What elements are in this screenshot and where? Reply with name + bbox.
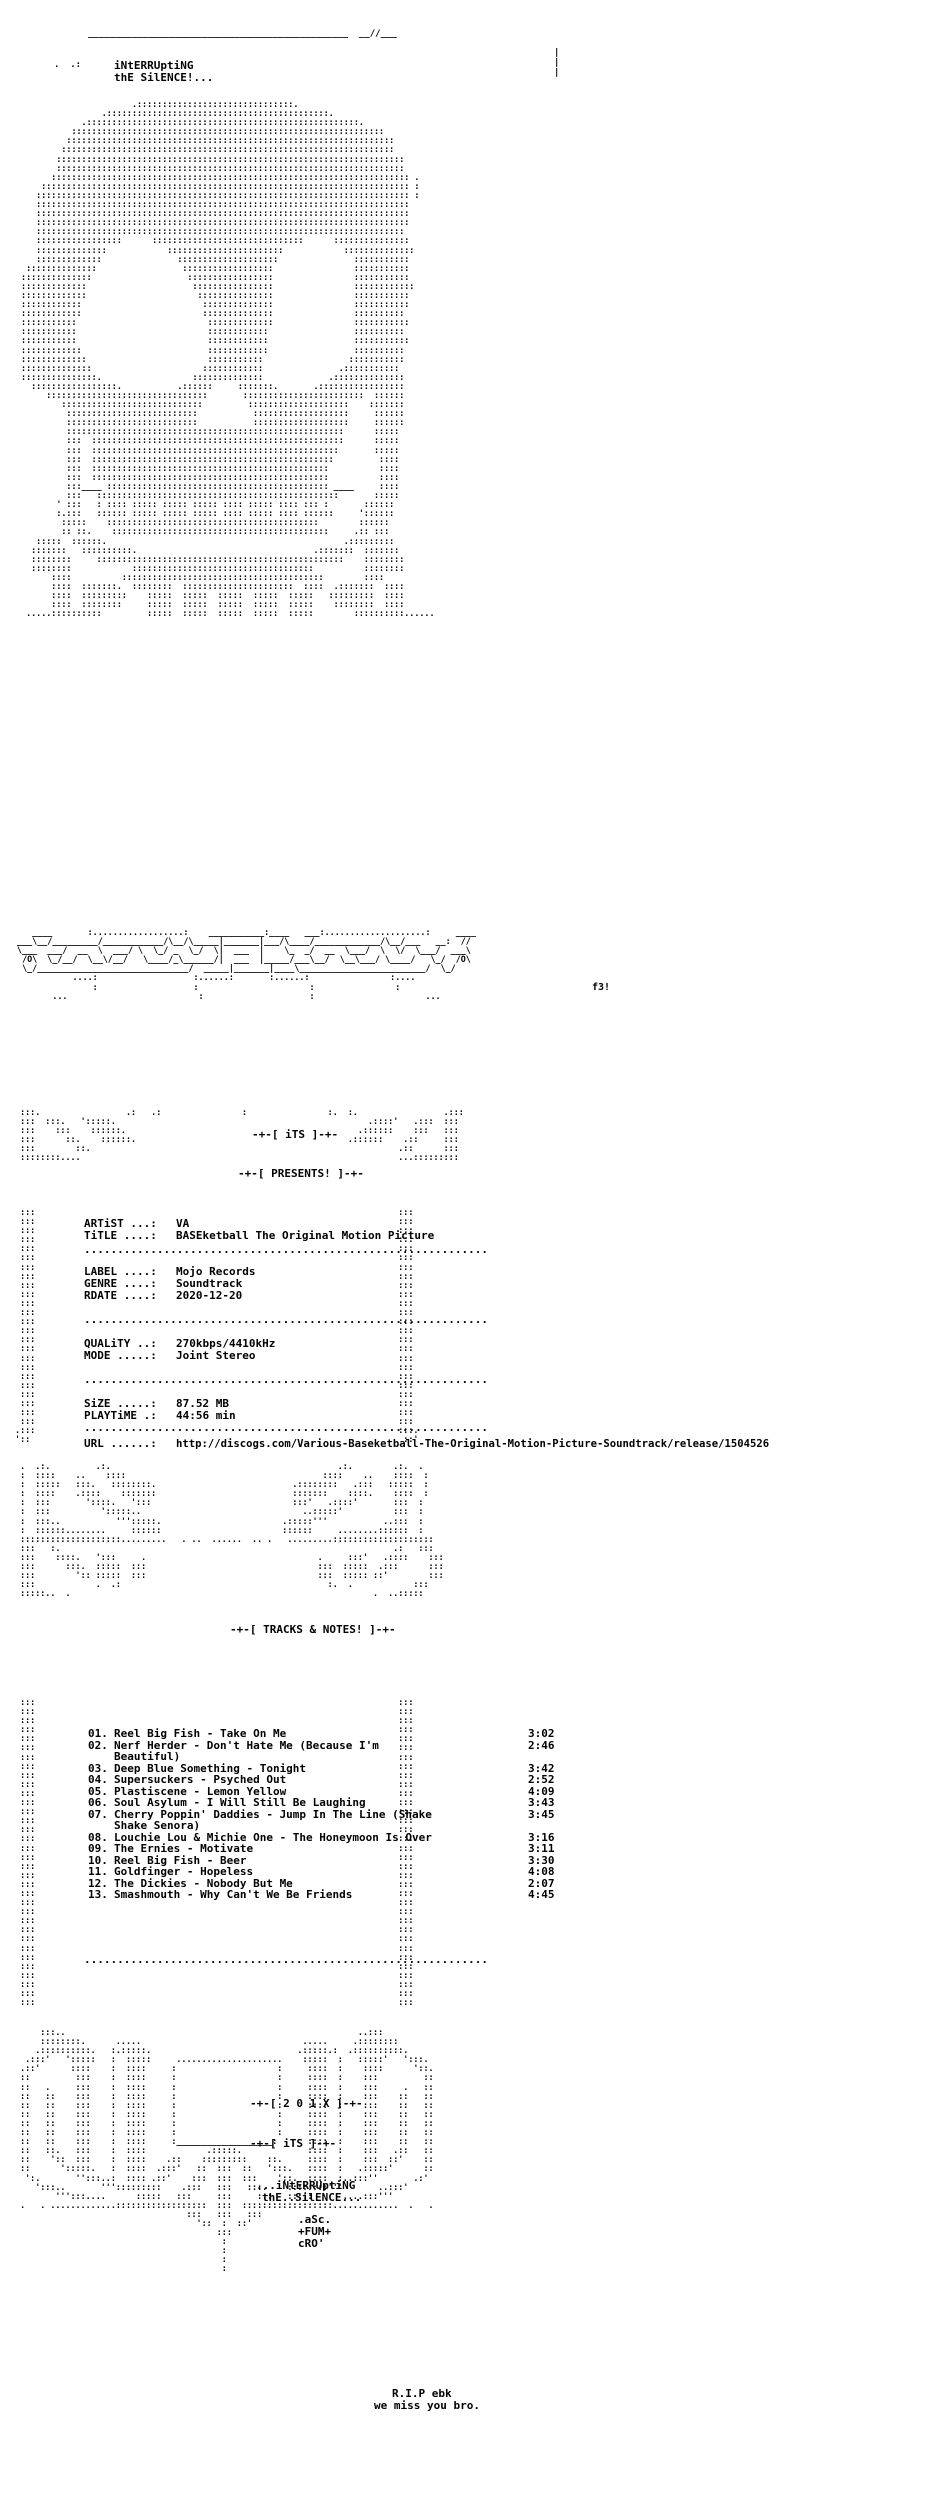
banner-frame-ascii: ____ :..................: ___________:__… <box>17 927 476 1001</box>
footer-its: -+-[ iTS ]-+- <box>250 2137 337 2150</box>
track-number: 04. <box>88 1773 108 1786</box>
track-time: 4:09 <box>528 1784 555 1798</box>
track-number: 06. <box>88 1796 108 1809</box>
footer-year: -+-[ 2 0 1 X ]-+- <box>250 2097 363 2110</box>
track-time: 3:16 <box>528 1830 555 1844</box>
divider: ........................................… <box>84 1373 488 1386</box>
track-number: 03. <box>88 1761 108 1775</box>
track-number: 07. <box>88 1807 108 1821</box>
track-title-continued: Shake Senora) <box>114 1819 201 1832</box>
track-number: 05. <box>88 1784 108 1798</box>
divider: ........................................… <box>84 1421 488 1434</box>
banner-presents: -+-[ PRESENTS! ]-+- <box>238 1167 364 1180</box>
header-frame: ________________________________________… <box>88 29 397 39</box>
track-title: Louchie Lou & Michie One - The Honeymoon… <box>114 1830 432 1844</box>
track-time: 3:42 <box>528 1761 555 1775</box>
track-number: 13. <box>88 1888 108 1901</box>
track-time: 4:45 <box>528 1888 555 1901</box>
genre-label: GENRE ....: <box>84 1277 157 1290</box>
track-time: 2:46 <box>528 1738 555 1752</box>
track-time: 4:08 <box>528 1865 555 1878</box>
track-time: 3:43 <box>528 1796 555 1809</box>
divider: ........................................… <box>84 1243 488 1256</box>
group-name-line2: thE SilENCE!... <box>114 71 214 84</box>
header-frame-left: . .: <box>54 60 82 70</box>
track-title: Nerf Herder - Don't Hate Me (Because I'm <box>114 1738 379 1752</box>
footer-credit2: +FUM+ <box>298 2225 332 2238</box>
footer-credit1: .aSc. <box>298 2213 332 2226</box>
footer-ornament-ascii: :::.. ..::: ::::::::. ..... ..... .:::::… <box>20 2027 434 2274</box>
rdate-label: RDATE ....: <box>84 1289 157 1302</box>
url-label: URL ......: <box>84 1437 157 1450</box>
track-list: 01. Reel Big Fish - Take On Me 3:02 02. Nerf… <box>6 8 930 2504</box>
track-number: 08. <box>88 1830 108 1844</box>
track-title-continued: Beautiful) <box>114 1750 181 1763</box>
divider: ........................................… <box>84 1313 488 1326</box>
track-time: 2:52 <box>528 1773 555 1786</box>
mode-label: MODE .....: <box>84 1349 157 1362</box>
track-title: Reel Big Fish - Beer <box>114 1853 247 1867</box>
rdate-value: 2020-12-20 <box>176 1289 243 1302</box>
track-title: Reel Big Fish - Take On Me <box>114 1727 287 1740</box>
info-frame-sides-ascii: ::: ::: ::: ::: ::: <box>15 1207 419 1445</box>
info-frame-top-ascii: :::. .: .: : :. :. .::: ::: :::. ':::::.… <box>20 1107 464 1163</box>
track-title: Deep Blue Something - Tonight <box>114 1761 307 1775</box>
track-number: 12. <box>88 1876 108 1890</box>
mid-ornament-ascii: . .:. .:. .:. .:. . : :::: .. :::: :::: … <box>20 1461 444 1599</box>
nfo-document: ________________________________________… <box>6 8 930 2504</box>
label-value: Mojo Records <box>176 1265 256 1278</box>
rip-line1: R.I.P ebk <box>392 2387 452 2400</box>
track-time: 2:07 <box>528 1876 555 1890</box>
track-title: The Ernies - Motivate <box>114 1842 254 1855</box>
banner-its: -+-[ iTS ]-+- <box>252 1128 339 1141</box>
track-title: Goldfinger - Hopeless <box>114 1865 254 1878</box>
track-title: Soul Asylum - I Will Still Be Laughing <box>114 1796 366 1809</box>
size-value: 87.52 MB <box>176 1397 229 1410</box>
mode-value: Joint Stereo <box>176 1349 256 1362</box>
track-time: 3:30 <box>528 1853 555 1867</box>
track-number: 10. <box>88 1853 108 1867</box>
track-title: Plastiscene - Lemon Yellow <box>114 1784 287 1798</box>
url-value: http://discogs.com/Various-Baseketball-T… <box>176 1438 770 1450</box>
group-name-line1: iNtERRUptiNG <box>114 59 194 72</box>
footer-group-line2: thE..SilENCE... <box>262 2191 362 2204</box>
rip-line2: we miss you bro. <box>374 2399 480 2412</box>
track-title: Supersuckers - Psyched Out <box>114 1773 287 1786</box>
genre-value: Soundtrack <box>176 1277 243 1290</box>
track-number: 09. <box>88 1842 108 1855</box>
track-time: 3:45 <box>528 1807 555 1821</box>
header-frame-right: | | | <box>554 48 560 78</box>
track-title: Smashmouth - Why Can't We Be Friends <box>114 1888 353 1901</box>
skull-ascii-art: .:::::::::::::::::::::::::::::::. .:::::… <box>21 99 435 619</box>
track-title: Cherry Poppin' Daddies - Jump In The Lin… <box>114 1807 432 1821</box>
playtime-label: PLAYTiME .: <box>84 1409 157 1422</box>
artist-label: ARTiST ...: <box>84 1217 157 1230</box>
size-label: SiZE .....: <box>84 1397 157 1410</box>
track-time: 3:02 <box>528 1727 555 1740</box>
ascii-tag: f3! <box>592 982 611 993</box>
title-label: TiTLE ....: <box>84 1229 157 1242</box>
artist-value: VA <box>176 1217 190 1230</box>
label-label: LABEL ....: <box>84 1265 157 1278</box>
footer-group-line1: ...iNtERRUptiNG <box>256 2179 356 2192</box>
track-number: 02. <box>88 1738 108 1752</box>
quality-label: QUALiTY ..: <box>84 1337 157 1350</box>
tracks-heading: -+-[ TRACKS & NOTES! ]-+- <box>230 1623 396 1636</box>
footer-credit3: cRO' <box>298 2237 325 2250</box>
tracks-frame-sides-ascii: ::: ::: ::: ::: ::: <box>20 1697 414 2008</box>
playtime-value: 44:56 min <box>176 1409 236 1422</box>
title-value: BASEketball The Original Motion Picture <box>176 1229 435 1242</box>
track-title: The Dickies - Nobody But Me <box>114 1876 293 1890</box>
quality-value: 270kbps/4410kHz <box>176 1337 276 1350</box>
track-number: 01. <box>88 1727 108 1740</box>
track-time: 3:11 <box>528 1842 555 1855</box>
divider: ........................................… <box>84 1953 488 1966</box>
track-number: 11. <box>88 1865 108 1878</box>
